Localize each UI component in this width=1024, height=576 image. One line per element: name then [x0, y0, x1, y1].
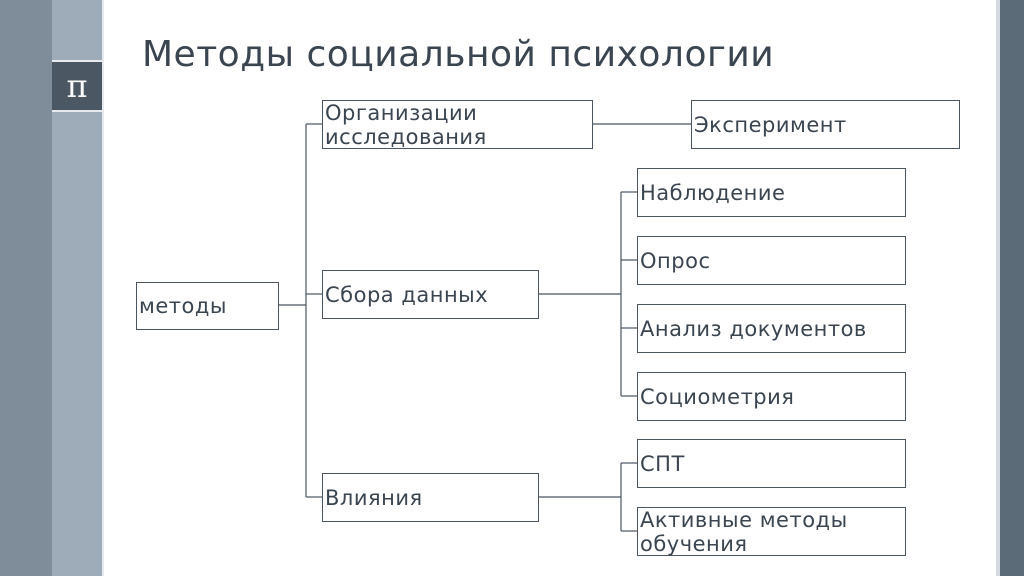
leaf-node-observation: Наблюдение [637, 168, 906, 217]
leaf-node-spt-label: СПТ [640, 451, 685, 476]
root-node-label: методы [139, 294, 227, 318]
slide-title: Методы социальной психологии [142, 34, 775, 75]
leaf-node-observation-label: Наблюдение [640, 180, 786, 205]
branch-node-organization-label: Организации исследования [325, 100, 487, 149]
leaf-node-active-learning-label: Активные методы обучения [640, 507, 848, 556]
right-light-band [996, 0, 1000, 576]
leaf-node-document-analysis-label: Анализ документов [640, 316, 867, 341]
left-band-separator [102, 0, 104, 576]
leaf-node-survey-label: Опрос [640, 248, 711, 273]
leaf-node-spt: СПТ [637, 439, 906, 488]
branch-node-organization: Организации исследования [322, 100, 593, 149]
branch-node-data-collection-label: Сбора данных [325, 282, 489, 307]
root-node: методы [136, 282, 279, 330]
leaf-node-survey: Опрос [637, 236, 906, 285]
left-dark-band [0, 0, 52, 576]
leaf-node-sociometry: Социометрия [637, 372, 906, 421]
right-dark-band [1000, 0, 1024, 576]
leaf-node-active-learning: Активные методы обучения [637, 507, 906, 556]
leaf-node-document-analysis: Анализ документов [637, 304, 906, 353]
branch-node-influence: Влияния [322, 473, 539, 522]
branch-node-influence-label: Влияния [325, 485, 423, 510]
branch-node-data-collection: Сбора данных [322, 270, 539, 319]
leaf-node-experiment: Эксперимент [691, 100, 960, 149]
pi-logo-icon: π [52, 60, 102, 112]
leaf-node-sociometry-label: Социометрия [640, 384, 795, 409]
leaf-node-experiment-label: Эксперимент [694, 112, 847, 137]
